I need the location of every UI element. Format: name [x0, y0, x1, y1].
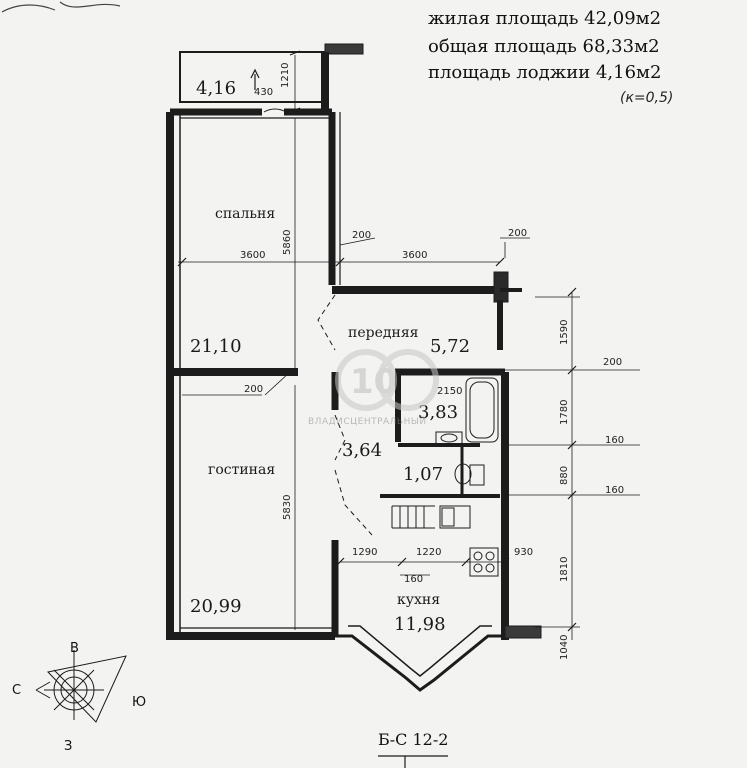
door-swings [317, 294, 373, 536]
dim-3600-left: 3600 [240, 250, 265, 261]
bedroom-area: 21,10 [190, 336, 242, 357]
dim-5860: 5860 [282, 230, 293, 255]
dim-5830: 5830 [282, 495, 293, 520]
watermark-text: ВЛАДИСЦЕНТРАЛЬНЫЙ [308, 415, 427, 427]
dim-ticks [177, 50, 577, 632]
living-area-label: жилая площадь 42,09м2 [428, 8, 661, 29]
kitchen-name: кухня [397, 592, 440, 608]
dim-160-kitchen: 160 [404, 574, 423, 585]
watermark: 10 ВЛАДИСЦЕНТРАЛЬНЫЙ [308, 349, 439, 427]
plan-code: Б-С 12-2 [378, 730, 448, 749]
loggia-area-label: площадь лоджии 4,16м2 [428, 62, 662, 83]
living-room-area: 20,99 [190, 596, 242, 617]
dim-930: 930 [514, 547, 533, 558]
dim-200-right: 200 [603, 357, 622, 368]
sanitary-fixtures [391, 377, 499, 577]
dim-2150: 2150 [437, 386, 462, 397]
loggia-details [186, 68, 318, 113]
kitchen-area: 11,98 [394, 614, 446, 635]
hallway-area: 5,72 [430, 336, 470, 357]
dim-1810: 1810 [559, 557, 570, 582]
watermark-logo: 10 [350, 362, 397, 402]
dim-1040: 1040 [559, 635, 570, 660]
compass-north: В [70, 641, 79, 656]
plan-code-underline [378, 755, 448, 768]
bedroom-name: спальня [215, 206, 275, 222]
dim-200-living: 200 [244, 384, 263, 395]
dimension-lines [178, 55, 640, 640]
hallway-name: передняя [348, 325, 419, 341]
bathroom-area: 3,83 [418, 402, 458, 423]
dim-200-bedroom: 200 [352, 230, 371, 241]
compass-south: З [64, 739, 72, 754]
dim-1590: 1590 [559, 320, 570, 345]
dim-1780: 1780 [559, 400, 570, 425]
toilet-area: 1,07 [403, 464, 443, 485]
dim-1210: 1210 [280, 63, 291, 88]
compass-west: С [12, 683, 21, 698]
dim-1220: 1220 [416, 547, 441, 558]
dim-200-top-right: 200 [508, 228, 527, 239]
dim-880: 880 [559, 466, 570, 485]
dim-1290: 1290 [352, 547, 377, 558]
coefficient-note: (к=0,5) [620, 90, 673, 106]
compass-rose [35, 650, 127, 723]
living-room-name: гостиная [208, 462, 275, 478]
loggia-area: 4,16 [196, 78, 236, 99]
compass-east: Ю [132, 695, 146, 710]
dim-160-upper: 160 [605, 435, 624, 446]
corridor-area: 3,64 [342, 440, 382, 461]
handwriting-scribble [1, 1, 121, 13]
dim-430: 430 [254, 87, 273, 98]
dim-160-lower: 160 [605, 485, 624, 496]
dim-3600-right: 3600 [402, 250, 427, 261]
total-area-label: общая площадь 68,33м2 [428, 36, 660, 57]
